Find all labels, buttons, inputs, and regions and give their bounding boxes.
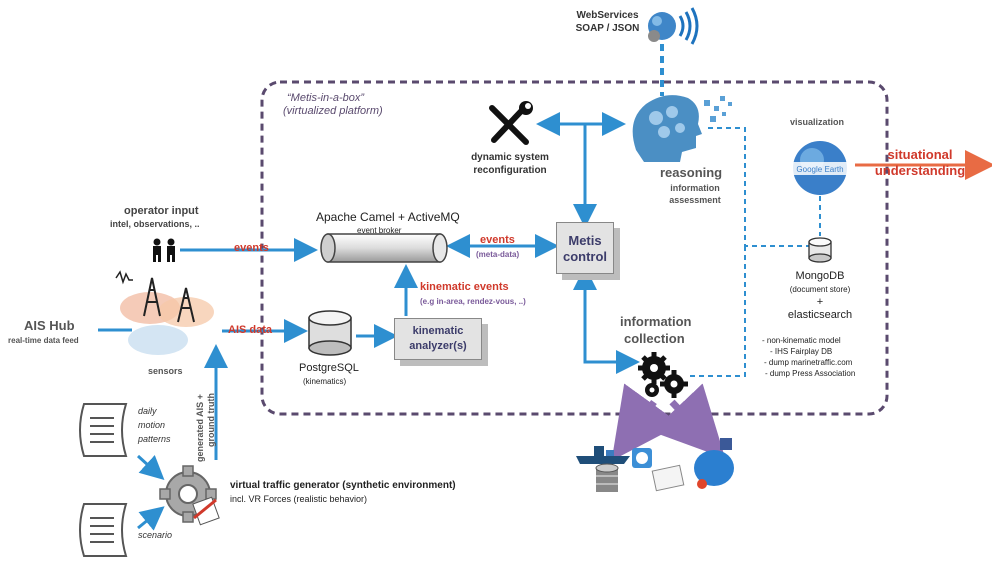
gears-icon	[636, 350, 690, 400]
events-right-sub: (meta-data)	[476, 250, 520, 259]
sensors-label: sensors	[148, 366, 183, 376]
platform-title: “Metis-in-a-box”	[287, 92, 365, 104]
webservices-protocols: SOAP / JSON	[575, 23, 640, 34]
platform-subtitle: (virtualized platform)	[283, 105, 383, 117]
metis-collection-arrow	[573, 266, 640, 374]
collection-label-1: information	[620, 314, 692, 329]
daily-patterns-scroll-icon	[74, 400, 136, 462]
postgres-sub: (kinematics)	[303, 377, 347, 386]
kinematic-events-sub: (e.g in-area, rendez-vous, ..)	[420, 297, 526, 306]
situational-line-2: understanding	[874, 163, 966, 178]
wrench-screwdriver-icon	[484, 100, 534, 150]
ais-hub-sub: real-time data feed	[8, 336, 79, 345]
database-icon	[595, 463, 619, 492]
event-broker-label: event broker	[357, 226, 402, 235]
webservices-globe-icon	[644, 6, 704, 46]
scenario-label: scenario	[138, 530, 173, 540]
scenario-to-generator-arrow	[137, 506, 165, 531]
elasticsearch-label: elasticsearch	[787, 309, 853, 321]
mongodb-label: MongoDB	[795, 270, 845, 282]
data-sources-icons	[574, 438, 734, 498]
daily-to-generator-arrow	[136, 454, 165, 481]
metis-control-box: Metis control	[556, 222, 614, 274]
events-right-label: events	[480, 234, 515, 246]
platform-border	[260, 80, 889, 416]
reasoning-sub-1: information	[670, 183, 720, 193]
kinematic-analyzer-box: kinematic analyzer(s)	[394, 318, 482, 360]
google-earth-text: Google Earth	[796, 165, 843, 174]
vtg-title: virtual traffic generator (synthetic env…	[230, 480, 456, 491]
google-earth-icon: Google Earth	[790, 138, 850, 198]
event-broker-pipe	[320, 232, 450, 264]
reasoning-head-icon	[626, 90, 736, 164]
visualization-label: visualization	[790, 117, 845, 127]
collection-to-web-arrow	[651, 383, 726, 459]
source-item: - non-kinematic model	[762, 336, 841, 345]
generated-ais-label-2: ground truth	[206, 393, 216, 447]
situational-line-1: situational	[887, 147, 953, 162]
reasoning-title: reasoning	[660, 165, 723, 180]
web-globe-icon	[694, 438, 734, 489]
operator-title: operator input	[124, 205, 199, 217]
postgres-label: PostgreSQL	[299, 362, 359, 374]
ais-hub-title: AIS Hub	[24, 318, 75, 333]
source-item: - dump marinetraffic.com	[764, 358, 853, 367]
reconfig-label-1: dynamic system	[471, 152, 549, 163]
source-item: - dump Press Association	[765, 369, 856, 378]
generated-ais-label-1: generated AIS +	[195, 394, 205, 462]
postgres-db-icon	[305, 310, 355, 356]
newspaper-icon	[651, 464, 685, 492]
mongodb-plus: +	[816, 296, 824, 308]
reconfig-label-2: reconfiguration	[473, 165, 547, 176]
kinematic-events-label: kinematic events	[420, 281, 509, 293]
vtg-sub: incl. VR Forces (realistic behavior)	[230, 494, 368, 504]
ais-data-label: AIS data	[228, 324, 273, 336]
reasoning-sub-2: assessment	[669, 195, 721, 205]
mongodb-db-icon	[806, 236, 834, 264]
collection-to-ship-arrow	[611, 383, 681, 461]
collection-label-2: collection	[624, 331, 685, 346]
operator-sub: intel, observations, ..	[110, 219, 200, 229]
collection-mongo-dashed	[690, 246, 746, 377]
daily-label-1: daily	[138, 406, 157, 416]
ship-icon	[576, 446, 630, 464]
metis-label-2: control	[562, 249, 608, 264]
sensors-antenna-icon	[108, 268, 224, 360]
source-item: - IHS Fairplay DB	[770, 347, 833, 356]
analyzer-label-2: analyzer(s)	[409, 340, 467, 352]
webservices-label: WebServices	[576, 10, 639, 21]
mongodb-sub: (document store)	[789, 285, 851, 294]
daily-label-3: patterns	[138, 434, 171, 444]
events-left-label: events	[234, 242, 269, 254]
daily-label-2: motion	[138, 420, 166, 430]
reasoning-mongo-dashed	[708, 127, 822, 247]
metis-label-1: Metis	[568, 233, 602, 248]
marinetraffic-icon	[632, 448, 652, 468]
scenario-scroll-icon	[74, 500, 136, 560]
generator-gear-icon	[158, 464, 222, 526]
analyzer-label-1: kinematic	[412, 325, 464, 337]
camel-title: Apache Camel + ActiveMQ	[316, 210, 460, 224]
operators-people-icon	[150, 238, 180, 262]
